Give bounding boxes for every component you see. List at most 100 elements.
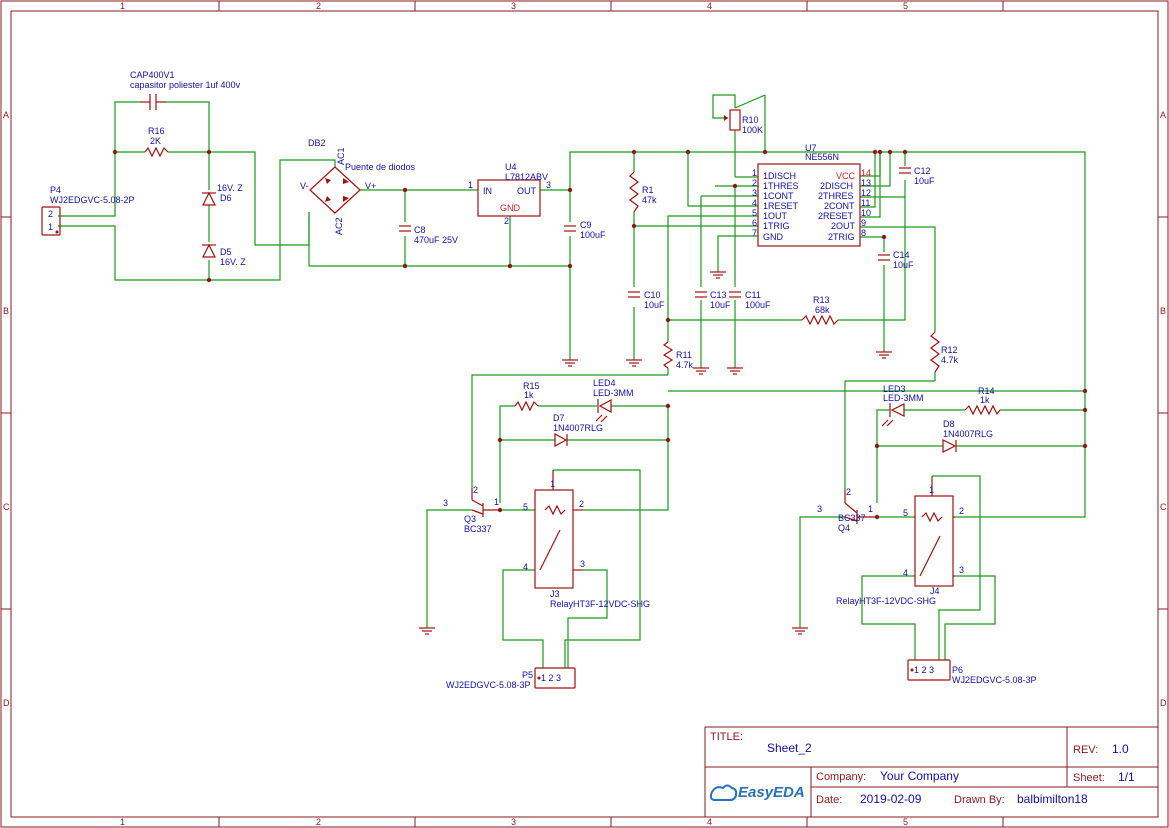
col-label: 5 — [903, 1, 908, 11]
c14-value: 10uF — [893, 260, 914, 270]
sheet-title: Sheet_2 — [767, 741, 812, 755]
c11-ref: C11 — [745, 290, 761, 300]
connector-p5[interactable] — [534, 667, 576, 689]
potentiometer-r10[interactable] — [724, 109, 741, 131]
title-label: TITLE: — [710, 731, 743, 743]
company-label: Company: — [816, 771, 866, 783]
u7-pin-num: 3 — [752, 188, 757, 198]
capacitor-c14[interactable] — [878, 254, 890, 261]
u7-pin-num: 12 — [861, 188, 871, 198]
cap400-ref: CAP400V1 — [130, 70, 175, 80]
j3-pin3: 3 — [580, 559, 585, 569]
led3-value: LED-3MM — [883, 393, 924, 403]
c13-ref: C13 — [710, 290, 727, 300]
transistor-q3[interactable] — [471, 488, 500, 517]
u7-pin-name: 2TRIG — [828, 232, 855, 242]
sheet-label: Sheet: — [1073, 772, 1105, 784]
diode-d8[interactable] — [942, 439, 957, 453]
resistor-r16[interactable] — [144, 146, 169, 158]
j3-pin2: 2 — [579, 499, 584, 509]
p5-pins: 1 2 3 — [541, 673, 561, 683]
date-label: Date: — [816, 794, 842, 806]
resistor-r12[interactable] — [930, 331, 940, 373]
d5-value: 16V. Z — [220, 257, 246, 267]
p4-ref: P4 — [50, 185, 61, 195]
d8-value: 1N4007RLG — [943, 429, 993, 439]
u7-pin-num: 1 — [752, 168, 757, 178]
r11-ref: R11 — [676, 350, 692, 360]
r1-ref: R1 — [642, 185, 654, 195]
capacitor-c12[interactable] — [899, 167, 911, 174]
capacitor-c13[interactable] — [695, 291, 707, 298]
c10-ref: C10 — [644, 290, 661, 300]
u7-pin-name: 1TRIG — [763, 221, 790, 231]
u7-pin-num: 14 — [861, 168, 871, 178]
u4-pin1: 1 — [468, 180, 473, 190]
zener-diode-d6[interactable] — [202, 191, 216, 206]
diode-d7[interactable] — [554, 432, 568, 448]
u7-pin-num: 4 — [752, 198, 757, 208]
transistor-q4[interactable] — [844, 490, 877, 524]
connector-p4[interactable] — [41, 206, 61, 236]
resistor-r14[interactable] — [964, 404, 1001, 416]
u7-pin-num: 10 — [861, 208, 871, 218]
r11-value: 4.7k — [676, 360, 694, 370]
resistor-r15[interactable] — [514, 400, 539, 412]
j4-pin5: 5 — [903, 508, 908, 518]
u7-pin-num: 9 — [861, 218, 866, 228]
row-label: A — [1160, 110, 1166, 120]
u7-pin-num: 13 — [861, 178, 871, 188]
r14-ref: R14 — [978, 386, 995, 396]
zener-diode-d5[interactable] — [202, 243, 216, 258]
u7-pin-name: 1CONT — [763, 191, 794, 201]
j4-value: RelayHT3F-12VDC-SHG — [836, 596, 936, 606]
col-label: 2 — [316, 817, 321, 827]
led-led3[interactable] — [881, 403, 905, 427]
r1-value: 47k — [642, 195, 657, 205]
u7-ref: U7 — [805, 143, 817, 153]
u7-pin-labels: 1 1DISCH 2 1THRES 3 1CONT 4 1RESET 5 1OU… — [752, 168, 871, 242]
p6-pins: 1 2 3 — [914, 665, 934, 675]
j4-pin3: 3 — [959, 565, 964, 575]
r12-ref: R12 — [941, 345, 958, 355]
u4-in: IN — [483, 186, 492, 196]
j4-pin2: 2 — [959, 506, 964, 516]
capacitor-c10[interactable] — [628, 291, 640, 298]
cap400-value: capasitor poliester 1uf 400v — [130, 80, 241, 90]
regulator-u4[interactable] — [477, 179, 541, 217]
capacitor-cap400v1[interactable] — [140, 94, 166, 110]
connector-p6[interactable] — [907, 659, 951, 681]
j4-pin1: 1 — [929, 485, 934, 495]
capacitor-c8[interactable] — [399, 225, 411, 232]
relay-j4[interactable] — [914, 476, 955, 587]
ruler-labels: 1 2 3 4 5 1 2 3 4 5 A B C D A B C D — [3, 1, 1167, 827]
resistor-r1[interactable] — [629, 171, 639, 213]
relay-j3[interactable] — [534, 470, 583, 589]
j4-pin4: 4 — [903, 568, 908, 578]
resistor-r13[interactable] — [801, 314, 839, 326]
resistor-r11[interactable] — [662, 341, 674, 369]
d8-ref: D8 — [943, 419, 955, 429]
r15-value: 1k — [524, 390, 534, 400]
rev-value: 1.0 — [1112, 742, 1129, 756]
ic-u7-ne556n[interactable] — [757, 163, 861, 247]
r15-ref: R15 — [523, 381, 540, 391]
p5-value: WJ2EDGVC-5.08-3P — [446, 680, 531, 690]
led-led4[interactable] — [595, 398, 612, 423]
u7-value: NE556N — [805, 152, 839, 162]
row-label: A — [3, 110, 9, 120]
q3-pin-e: 3 — [443, 498, 448, 508]
p5-ref: P5 — [522, 670, 533, 680]
col-label: 4 — [707, 817, 712, 827]
capacitor-c9[interactable] — [564, 225, 576, 232]
c9-value: 100uF — [580, 230, 606, 240]
db2-ac1: AC1 — [336, 147, 346, 165]
u4-value: L7812ABV — [505, 172, 548, 182]
q3-pin-c: 2 — [473, 485, 478, 495]
col-label: 4 — [707, 1, 712, 11]
capacitor-c11[interactable] — [729, 291, 741, 298]
u7-pin-num: 5 — [752, 208, 757, 218]
bridge-rectifier-db2[interactable] — [309, 166, 361, 214]
d7-value: 1N4007RLG — [553, 423, 603, 433]
